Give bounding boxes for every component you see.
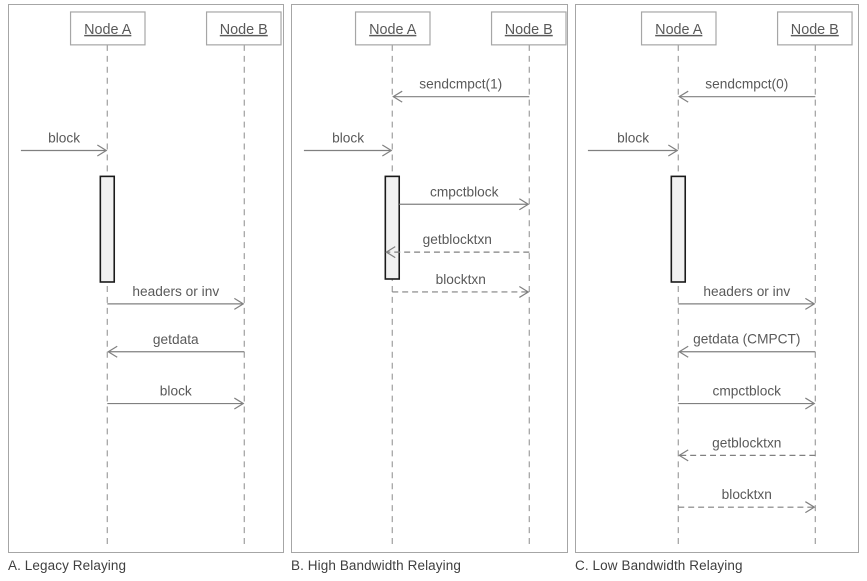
activation-bar-node-a	[99, 175, 116, 283]
node-label-node-a: Node A	[84, 22, 132, 38]
panel-caption-a: A. Legacy Relaying	[8, 558, 127, 573]
node-box-node-b[interactable]	[776, 11, 853, 46]
message-label-getdata-cmpct: getdata (CMPCT)	[693, 332, 800, 347]
arrow-head-getblocktxn	[678, 449, 689, 462]
message-label-blocktxn: blocktxn	[436, 272, 486, 287]
arrow-head-headers-or-inv	[805, 297, 816, 310]
message-label-block: block	[332, 130, 364, 145]
arrow-head-headers-or-inv	[234, 297, 245, 310]
message-label-getblocktxn: getblocktxn	[712, 435, 781, 450]
arrow-head-block	[382, 144, 393, 157]
panel-caption-b: B. High Bandwidth Relaying	[291, 558, 461, 573]
message-label-headers-or-inv: headers or inv	[132, 284, 219, 299]
node-label-node-b: Node B	[220, 22, 268, 38]
panel-b-canvas: Node A Node B sendcmpct(1) block cmpctblock g…	[303, 11, 567, 545]
node-box-node-a[interactable]	[69, 11, 146, 46]
node-box-node-b[interactable]	[205, 11, 282, 46]
arrow-head-block	[234, 397, 245, 410]
panel-c-canvas: Node A Node B sendcmpct(0) block headers or …	[587, 11, 853, 545]
message-label-headers-or-inv: headers or inv	[703, 284, 790, 299]
panel-low-bandwidth-relaying: Node A Node B sendcmpct(0) block headers or …	[575, 4, 859, 553]
message-label-getdata: getdata	[153, 332, 199, 347]
arrow-head-block	[97, 144, 108, 157]
node-label-node-b: Node B	[791, 22, 839, 38]
panel-caption-c: C. Low Bandwidth Relaying	[575, 558, 743, 573]
arrow-head-blocktxn	[519, 285, 530, 298]
node-box-node-b[interactable]	[490, 11, 567, 46]
arrow-head-sendcmpct-1	[392, 90, 403, 103]
panel-high-bandwidth-relaying: Node A Node B sendcmpct(1) block cmpctblock g…	[291, 4, 568, 553]
arrow-head-getblocktxn	[385, 246, 396, 259]
message-label-blocktxn: blocktxn	[722, 487, 772, 502]
activation-bar-node-a	[384, 175, 401, 280]
message-label-getblocktxn: getblocktxn	[423, 232, 492, 247]
message-label-sendcmpct-0: sendcmpct(0)	[705, 77, 788, 92]
node-label-node-a: Node A	[655, 22, 703, 38]
arrow-head-block	[668, 144, 679, 157]
panel-legacy-relaying: Node A Node B block headers or inv getdata bl…	[8, 4, 284, 553]
arrow-head-getdata-cmpct	[678, 345, 689, 358]
message-label-cmpctblock: cmpctblock	[713, 384, 782, 399]
node-box-node-a[interactable]	[640, 11, 717, 46]
arrow-head-cmpctblock	[805, 397, 816, 410]
message-label-block: block	[48, 130, 80, 145]
panel-a-canvas: Node A Node B block headers or inv getdata bl…	[20, 11, 282, 545]
message-label-block: block	[617, 130, 649, 145]
arrow-head-blocktxn	[805, 501, 816, 514]
arrow-head-getdata	[107, 345, 118, 358]
node-label-node-a: Node A	[369, 22, 417, 38]
message-label-sendcmpct-1: sendcmpct(1)	[419, 77, 502, 92]
node-box-node-a[interactable]	[354, 11, 431, 46]
message-label-block: block	[160, 384, 192, 399]
arrow-head-cmpctblock	[519, 198, 530, 211]
arrow-head-sendcmpct-0	[678, 90, 689, 103]
node-label-node-b: Node B	[505, 22, 553, 38]
activation-bar-node-a	[670, 175, 687, 283]
message-label-cmpctblock: cmpctblock	[430, 184, 499, 199]
